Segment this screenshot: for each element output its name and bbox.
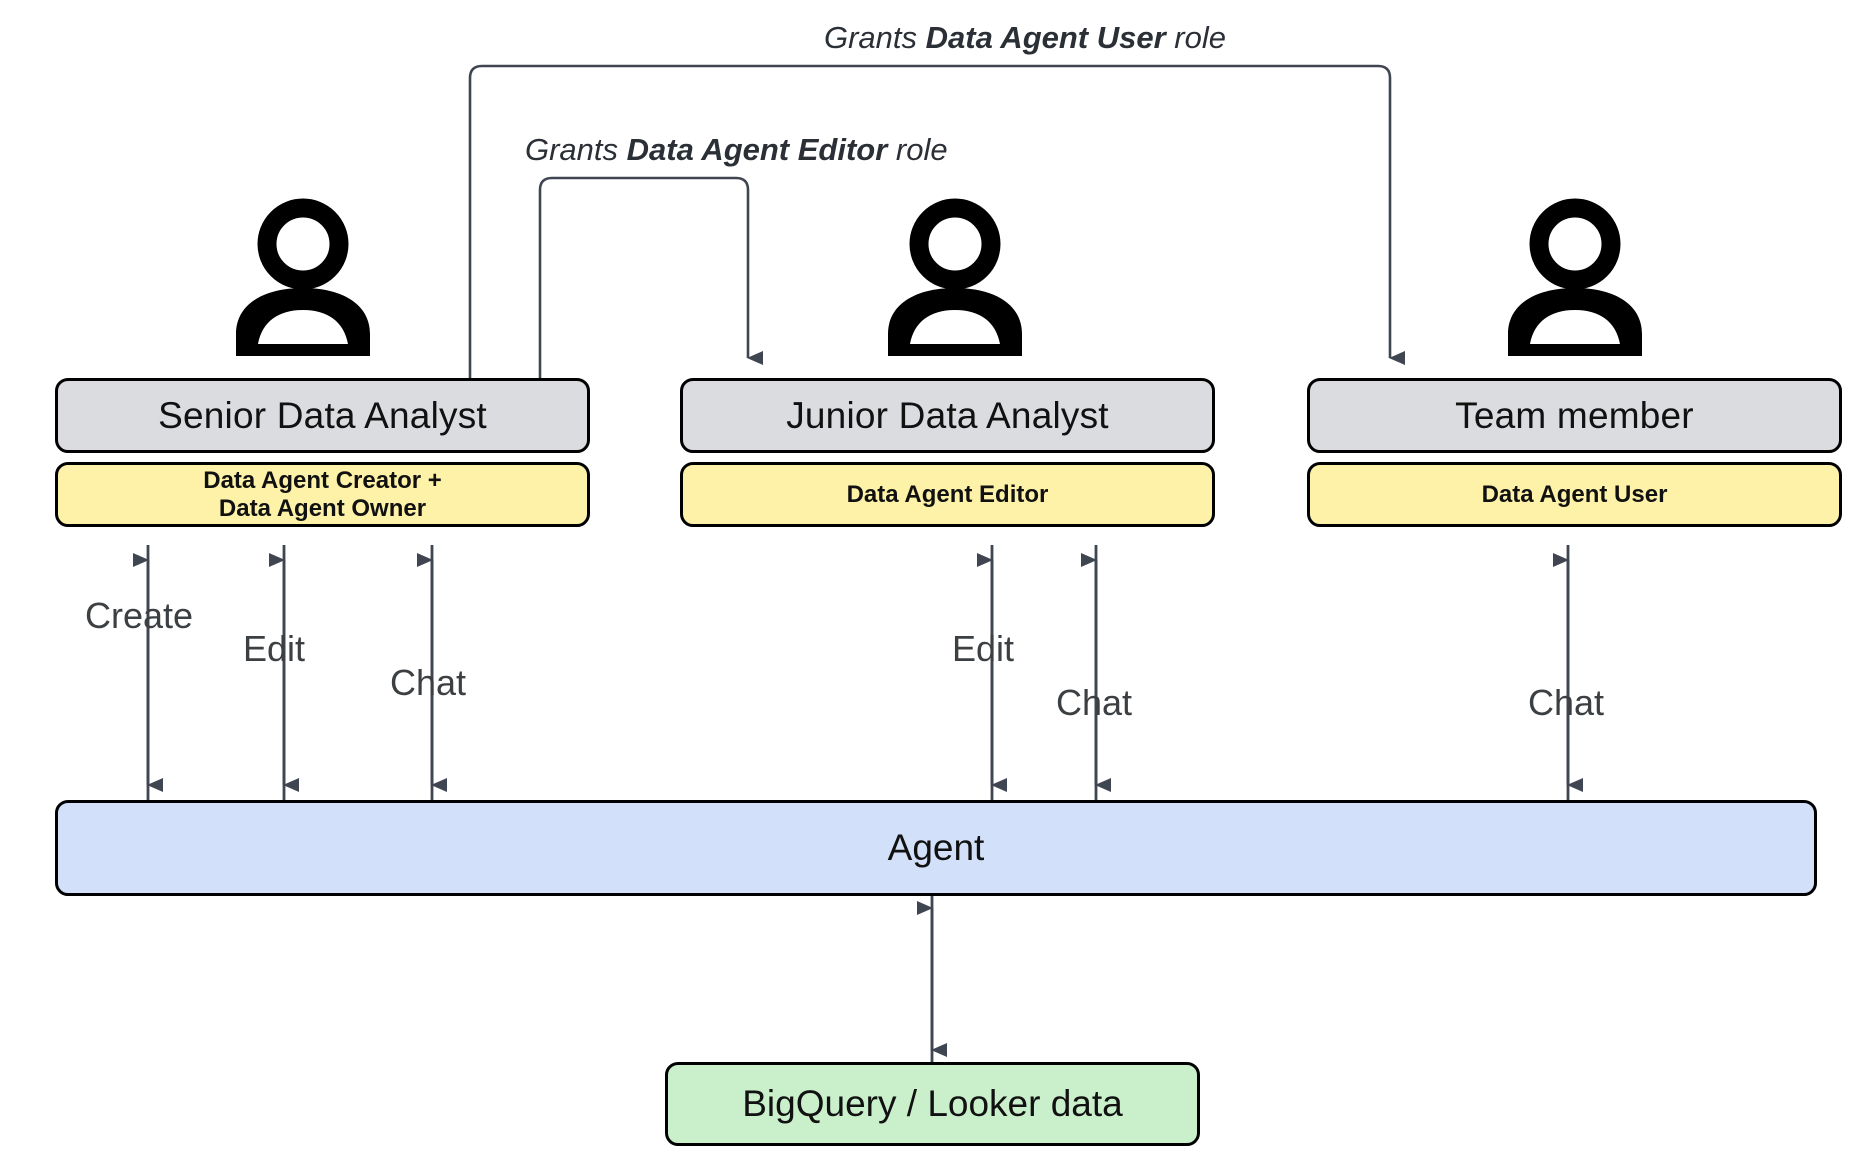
role-label-senior: Senior Data Analyst	[158, 394, 487, 436]
data-source-label: BigQuery / Looker data	[742, 1083, 1123, 1124]
person-icon-team	[1508, 198, 1642, 356]
role-label-team: Team member	[1455, 394, 1694, 436]
grant-label-data-agent-editor: Grants Data Agent Editor role	[525, 132, 948, 168]
agent-box[interactable]: Agent	[55, 800, 1817, 896]
edge-label-senior-edit: Edit	[243, 628, 306, 669]
role-label-junior: Junior Data Analyst	[786, 394, 1109, 436]
data-source-box[interactable]: BigQuery / Looker data	[665, 1062, 1200, 1146]
person-icon-senior	[236, 198, 370, 356]
grant-editor-suffix: role	[887, 132, 948, 167]
edge-label-team-chat: Chat	[1528, 682, 1605, 723]
edge-label-junior-edit: Edit	[952, 628, 1015, 669]
role-box-team-member[interactable]: Team member	[1307, 378, 1842, 453]
role-box-junior-data-analyst[interactable]: Junior Data Analyst	[680, 378, 1215, 453]
permission-box-team[interactable]: Data Agent User	[1307, 462, 1842, 527]
grant-label-data-agent-user: Grants Data Agent User role	[824, 20, 1226, 56]
permission-box-senior[interactable]: Data Agent Creator + Data Agent Owner	[55, 462, 590, 527]
grant-user-suffix: role	[1165, 20, 1226, 55]
grant-editor-prefix: Grants	[525, 132, 627, 167]
edge-label-senior-chat: Chat	[390, 662, 467, 703]
permission-line-2-senior: Data Agent Owner	[218, 494, 427, 522]
edge-label-junior-chat: Chat	[1056, 682, 1133, 723]
agent-label: Agent	[887, 827, 985, 868]
person-icon-junior	[888, 198, 1022, 356]
permission-line-1-team: Data Agent User	[1481, 480, 1668, 508]
permission-line-1-junior: Data Agent Editor	[846, 480, 1049, 508]
grant-user-role: Data Agent User	[925, 20, 1166, 55]
role-box-senior-data-analyst[interactable]: Senior Data Analyst	[55, 378, 590, 453]
grant-user-prefix: Grants	[824, 20, 926, 55]
edge-label-senior-create: Create	[85, 595, 194, 636]
permission-box-junior[interactable]: Data Agent Editor	[680, 462, 1215, 527]
permission-text-senior: Data Agent Creator + Data Agent Owner	[203, 467, 442, 522]
connector-grant-user	[468, 64, 1405, 385]
grant-editor-role: Data Agent Editor	[626, 132, 888, 167]
connector-grant-editor	[538, 176, 763, 385]
permission-line-1-senior: Data Agent Creator +	[203, 466, 442, 494]
